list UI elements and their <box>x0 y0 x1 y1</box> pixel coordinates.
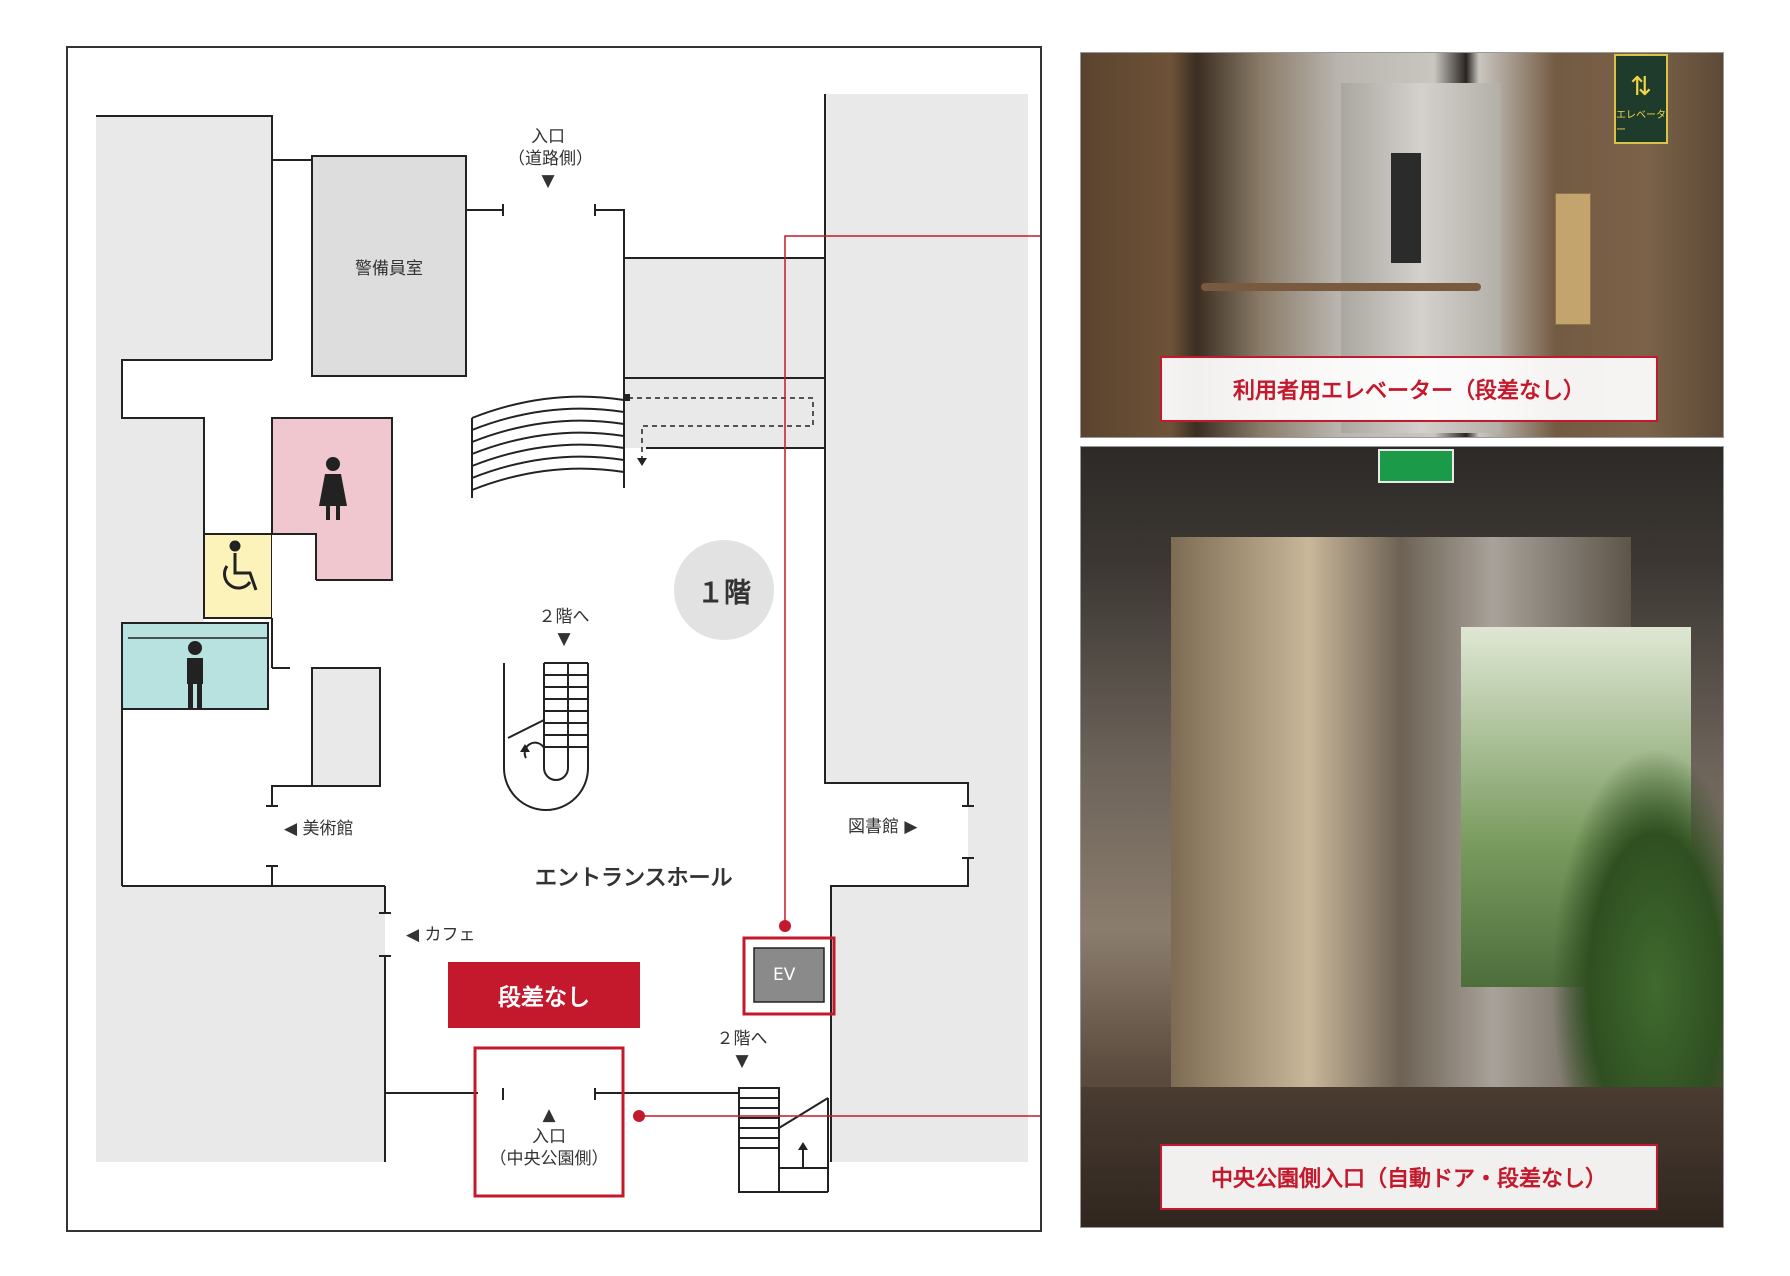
stairs-upper-text: ２階へ <box>538 607 590 627</box>
entrance-photo-caption: 中央公園側入口（自動ドア・段差なし） <box>1160 1144 1658 1210</box>
stairs-lower-text: ２階へ <box>716 1029 768 1049</box>
exit-sign-icon <box>1378 449 1454 483</box>
right-wall-block <box>825 94 1028 1162</box>
up-arrow-icon: ▲ <box>542 1105 556 1125</box>
elevator-sign: ⇅ エレベーター <box>1614 54 1668 144</box>
elevator-photo-caption: 利用者用エレベーター（段差なし） <box>1160 356 1658 422</box>
call-button-panel <box>1555 193 1591 325</box>
no-step-badge: 段差なし <box>448 962 640 1028</box>
floor-map: 警備員室 入口 （道路側） ▼ １階 ２階へ ▼ ◀ 美術館 図書館 ▶ ◀ カ… <box>66 46 1042 1232</box>
handrail <box>1201 283 1481 291</box>
elevator-icon: ⇅ <box>1630 72 1652 102</box>
road-entrance-label: 入口 （道路側） ▼ <box>508 126 593 192</box>
curved-steps <box>471 378 625 498</box>
male-restroom-icon <box>187 641 203 708</box>
spiral-stairs <box>503 662 589 811</box>
down-arrow-icon: ▼ <box>557 629 571 650</box>
central-park-entrance-line2: （中央公園側） <box>489 1149 609 1170</box>
library-direction[interactable]: 図書館 ▶ <box>848 817 918 837</box>
central-park-entrance-label: ▲ 入口 （中央公園側） <box>475 1104 623 1170</box>
down-arrow-icon: ▼ <box>541 171 555 192</box>
stairs-lower-label: ２階へ ▼ <box>702 1028 782 1072</box>
central-park-entrance-highlight <box>473 1046 625 1198</box>
road-entrance-line2: （道路側） <box>508 149 593 170</box>
cafe-direction[interactable]: ◀ カフェ <box>406 925 476 945</box>
central-park-entrance-line1: 入口 <box>532 1127 566 1148</box>
left-wall-block <box>96 116 385 1162</box>
elevator-sign-text: エレベーター <box>1616 110 1666 136</box>
lower-stairs <box>738 1087 829 1193</box>
entrance-photo <box>1080 446 1724 1228</box>
guard-room <box>311 155 467 377</box>
elevator-leader-line <box>784 235 1040 926</box>
floor-plan-drawing <box>96 94 1040 1198</box>
side-room <box>311 667 381 787</box>
entrance-hall-label: エントランスホール <box>535 866 733 891</box>
stairs-upper-label: ２階へ ▼ <box>524 606 604 650</box>
museum-direction[interactable]: ◀ 美術館 <box>284 819 354 839</box>
female-restroom-icon <box>319 457 347 520</box>
elevator-box <box>753 947 825 1003</box>
down-arrow-icon: ▼ <box>735 1051 749 1072</box>
elevator-label: EV <box>773 965 796 985</box>
guard-room-label: 警備員室 <box>355 259 423 279</box>
wheelchair-accessible-icon <box>222 540 258 591</box>
elevator-highlight <box>742 936 836 1016</box>
floor-badge: １階 <box>674 540 774 640</box>
elevator-control-panel <box>1391 153 1421 263</box>
road-entrance-line1: 入口 <box>531 127 565 147</box>
